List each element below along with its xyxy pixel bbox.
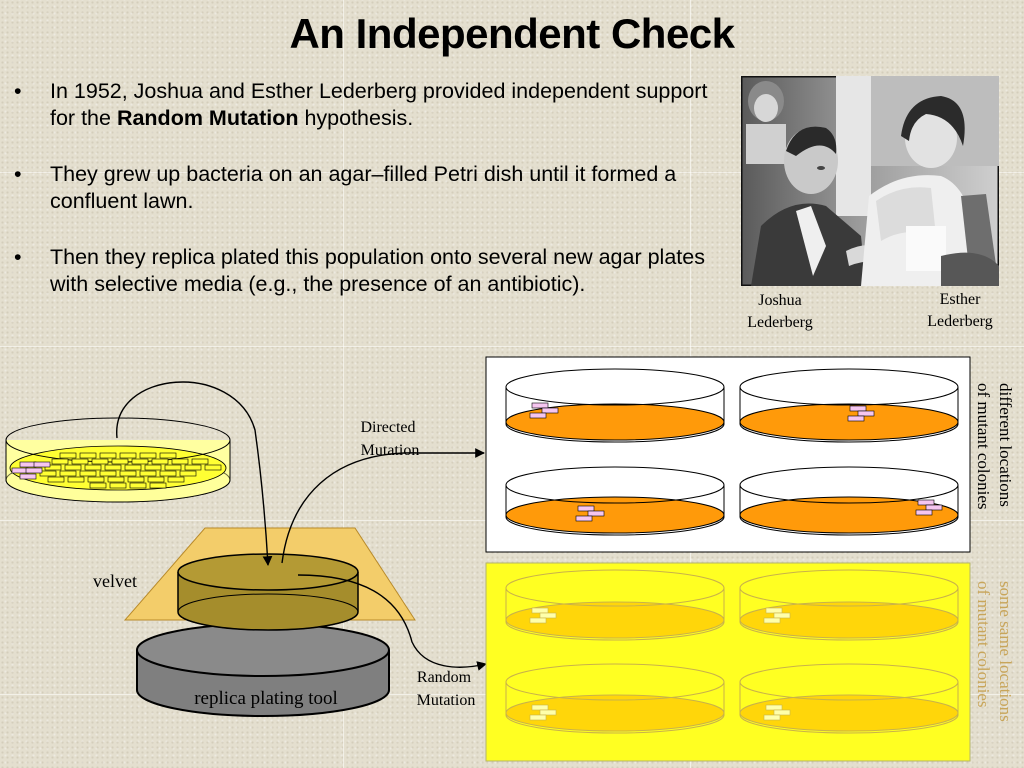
mutant-colony xyxy=(847,415,865,422)
selective-plate xyxy=(505,569,725,641)
mutant-colony xyxy=(539,709,557,716)
bullet-list: • In 1952, Joshua and Esther Lederberg p… xyxy=(14,78,714,327)
selective-plate xyxy=(505,466,725,536)
mutant-colony xyxy=(773,709,791,716)
selective-plate xyxy=(505,663,725,734)
mutant-colony xyxy=(917,499,935,506)
mutant-colony xyxy=(575,515,593,522)
mutant-colony xyxy=(925,504,943,511)
mutant-colony xyxy=(531,402,549,409)
directed-mutation-panel xyxy=(485,356,971,553)
mutant-colony xyxy=(849,405,867,412)
mutant-colony xyxy=(765,607,783,614)
bullet-text: Then they replica plated this population… xyxy=(50,245,705,296)
random-mutation-panel xyxy=(485,562,971,762)
bullet-marker: • xyxy=(14,245,22,269)
transfer-arrow xyxy=(116,381,273,566)
selective-plate xyxy=(505,368,725,443)
source-petri-dish xyxy=(5,417,231,503)
velvet-label: velvet xyxy=(93,571,137,591)
bullet-item: • Then they replica plated this populati… xyxy=(14,244,714,298)
caption-line: Esther xyxy=(939,291,981,308)
bullet-item: • They grew up bacteria on an agar–fille… xyxy=(14,161,714,215)
bacterial-lawn xyxy=(39,452,222,489)
selective-plate xyxy=(739,569,959,641)
random-arrow xyxy=(297,574,487,671)
bullet-bold-text: Random Mutation xyxy=(116,106,299,130)
selective-plate xyxy=(739,368,959,443)
bullet-text: They grew up bacteria on an agar–filled … xyxy=(50,162,677,213)
caption-line: Lederberg xyxy=(747,314,813,331)
mutant-colony xyxy=(857,410,875,417)
mutant-colony xyxy=(529,412,547,419)
mutant-colony xyxy=(587,510,605,517)
bullet-marker: • xyxy=(14,79,22,103)
tool-label: replica plating tool xyxy=(194,688,338,709)
mutant-colony xyxy=(915,509,933,516)
mutant-colony xyxy=(531,704,549,711)
caption-line: Joshua xyxy=(758,292,802,309)
random-side-label: some same locations of mutant colonies xyxy=(974,581,1015,726)
bullet-marker: • xyxy=(14,162,22,186)
mutant-colony xyxy=(529,714,547,721)
mutant-colony xyxy=(765,704,783,711)
directed-mutation-label: Directed Mutation xyxy=(360,419,419,459)
replica-plating-diagram: velvet replica plating tool Directed Mut… xyxy=(5,356,1015,762)
mutant-colony xyxy=(541,407,559,414)
replica-plating-tool xyxy=(136,553,390,717)
mutant-colony xyxy=(539,612,557,619)
selective-plate xyxy=(739,466,959,536)
mutant-colony xyxy=(763,617,781,624)
directed-side-label: different locations of mutant colonies xyxy=(974,383,1015,511)
bullet-text-end: hypothesis. xyxy=(298,106,414,130)
mutant-colony xyxy=(531,607,549,614)
mutant-colony xyxy=(529,617,547,624)
photo-caption-esther: Esther Lederberg xyxy=(915,289,1005,333)
mutant-colony xyxy=(773,612,791,619)
bullet-text: In 1952, Joshua and Esther Lederberg pro… xyxy=(50,79,708,130)
directed-arrow xyxy=(281,448,485,564)
bullet-item: • In 1952, Joshua and Esther Lederberg p… xyxy=(14,78,714,132)
random-mutation-label: Random Mutation xyxy=(417,669,476,709)
lederberg-photo xyxy=(741,76,999,286)
caption-line: Lederberg xyxy=(927,313,993,330)
selective-plate xyxy=(739,663,959,734)
mutant-colony xyxy=(763,714,781,721)
mutant-colony xyxy=(577,505,595,512)
photo-caption-joshua: Joshua Lederberg xyxy=(735,290,825,334)
slide-title: An Independent Check xyxy=(289,10,735,57)
mutant-colony xyxy=(11,461,51,480)
